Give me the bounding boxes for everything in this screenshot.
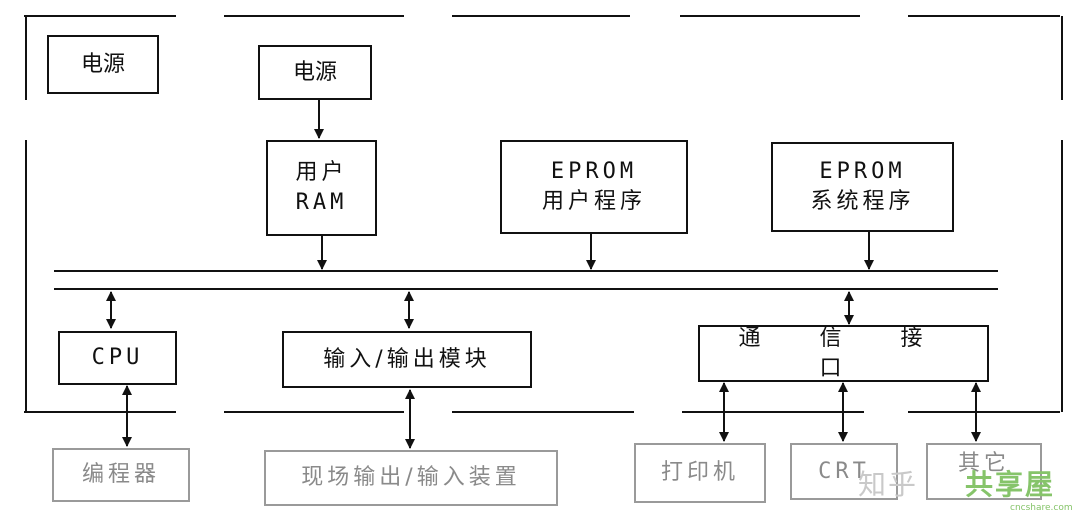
eprom-system-label-line2: 系统程序 [810, 189, 915, 214]
printer-label: 打印机 [660, 460, 739, 485]
io-module-label: 输入/输出模块 [323, 346, 491, 372]
user-ram-label-line2: RAM [295, 190, 348, 215]
site-watermark-logo: 共享屋 [965, 468, 1056, 501]
eprom-system-program-box: EPROM 系统程序 [771, 142, 954, 232]
site-watermark-url: cncshare.com [1010, 503, 1073, 513]
programmer-box: 编程器 [52, 448, 190, 502]
other-device-box: 其它 [926, 443, 1042, 500]
printer-box: 打印机 [634, 443, 766, 503]
connectors [106, 100, 981, 449]
zhihu-watermark: 知乎 [858, 468, 919, 501]
cpu-label: CPU [91, 345, 144, 370]
crt-label: CRT [818, 458, 870, 484]
user-ram-box: 用户 RAM [266, 140, 377, 236]
other-label: 其它 [957, 451, 1010, 476]
eprom-system-label-line1: EPROM [819, 159, 906, 184]
user-ram-label-line1: 用户 [295, 160, 348, 185]
cpu-box: CPU [58, 331, 177, 385]
field-io-device-box: 现场输出/输入装置 [264, 450, 558, 506]
eprom-user-label-line2: 用户程序 [541, 189, 646, 214]
power-supply-label: 电源 [80, 51, 125, 77]
field-io-label: 现场输出/输入装置 [301, 465, 521, 490]
system-bus [54, 270, 998, 290]
programmer-label: 编程器 [81, 462, 160, 487]
comm-interface-box: 通 信 接 口 [698, 325, 989, 382]
plc-boundary [24, 15, 1063, 413]
power-supply-label: 电源 [292, 59, 337, 85]
crt-box: CRT [790, 443, 898, 500]
power-supply-box: 电源 [258, 45, 372, 100]
comm-interface-label: 通 信 接 口 [738, 325, 949, 381]
eprom-user-program-box: EPROM 用户程序 [500, 140, 688, 234]
io-module-box: 输入/输出模块 [282, 331, 532, 388]
power-supply-box-outer: 电源 [47, 35, 159, 94]
eprom-user-label-line1: EPROM [550, 159, 638, 184]
